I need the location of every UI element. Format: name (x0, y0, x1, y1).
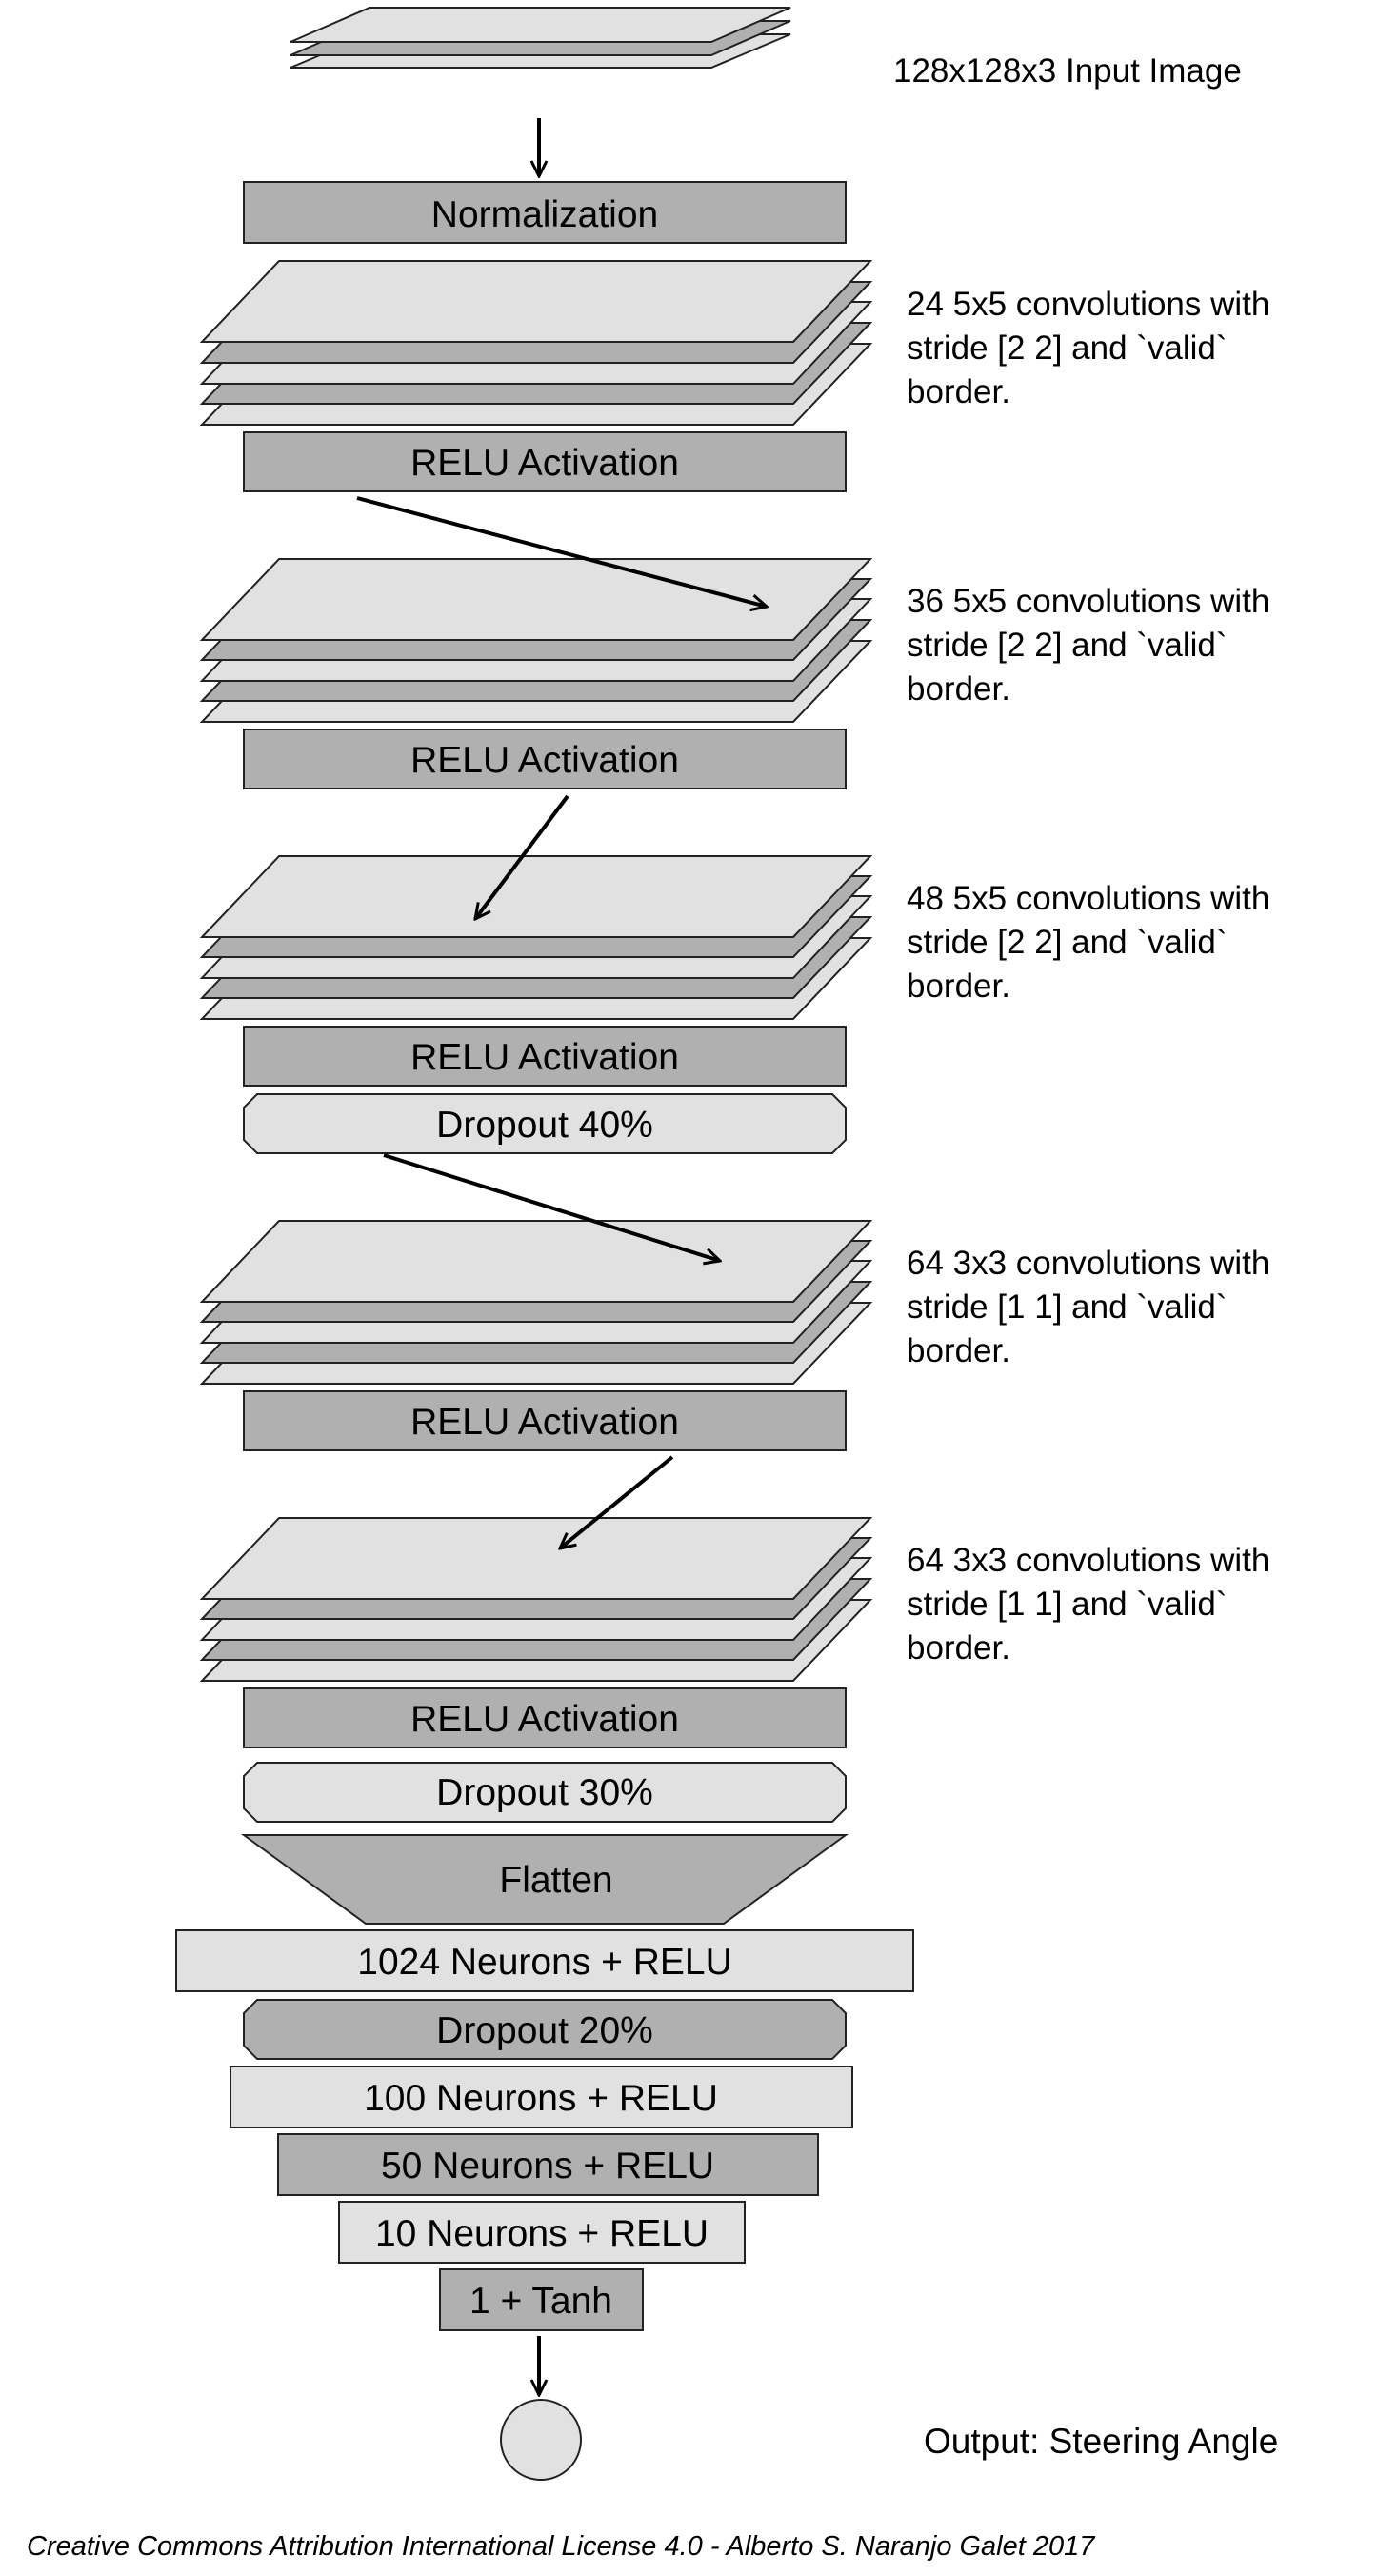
conv4-stack (199, 1220, 873, 1385)
arrow-conv1-to-conv2 (356, 496, 767, 607)
arrow-conv2-to-conv3 (475, 794, 569, 919)
dropout-30-label: Dropout 30% (436, 1772, 653, 1813)
conv1-stack (199, 260, 873, 426)
dense-100-box (230, 2066, 853, 2128)
dense-10-label: 10 Neurons + RELU (375, 2213, 709, 2254)
dropout-40-label: Dropout 40% (436, 1105, 653, 1146)
conv2-desc-line2: stride [2 2] and `valid` (907, 627, 1228, 664)
normalization-label: Normalization (431, 194, 658, 235)
input-label: 128x128x3 Input Image (893, 52, 1242, 90)
dense-50-box (277, 2133, 819, 2196)
conv3-relu-box (243, 1026, 847, 1087)
conv1-relu-box (243, 431, 847, 492)
dropout-20-label: Dropout 20% (436, 2010, 653, 2051)
dropout-30-box (243, 1762, 847, 1823)
conv2-stack (199, 558, 873, 723)
conv1-desc-line3: border. (907, 373, 1010, 410)
flatten-box (240, 1834, 849, 1925)
conv5-desc-line1: 64 3x3 convolutions with (907, 1542, 1269, 1579)
conv2-relu-box (243, 729, 847, 789)
conv1-desc-line1: 24 5x5 convolutions with (907, 286, 1269, 323)
conv5-relu-box (243, 1687, 847, 1748)
conv5-description: 64 3x3 convolutions with stride [1 1] an… (907, 1542, 1269, 1667)
conv3-description: 48 5x5 convolutions with stride [2 2] an… (907, 880, 1269, 1005)
dropout-40-box (243, 1093, 847, 1154)
conv2-desc-line1: 36 5x5 convolutions with (907, 583, 1269, 620)
conv5-desc-line3: border. (907, 1629, 1010, 1667)
conv3-desc-line2: stride [2 2] and `valid` (907, 924, 1228, 961)
arrow-conv4-to-conv5 (560, 1455, 674, 1548)
conv2-description: 36 5x5 convolutions with stride [2 2] an… (907, 583, 1269, 708)
conv4-desc-line1: 64 3x3 convolutions with (907, 1245, 1269, 1282)
arrow-dropout40-to-conv4 (383, 1153, 720, 1261)
conv4-desc-line3: border. (907, 1332, 1010, 1369)
dense-100-label: 100 Neurons + RELU (364, 2078, 718, 2119)
output-node (500, 2399, 582, 2481)
input-image-stack (290, 7, 791, 69)
conv5-relu-label: RELU Activation (410, 1699, 679, 1740)
dense-50-label: 50 Neurons + RELU (381, 2146, 714, 2187)
license-text: Creative Commons Attribution Internation… (27, 2531, 1096, 2562)
conv4-desc-line2: stride [1 1] and `valid` (907, 1288, 1228, 1326)
flatten-label: Flatten (499, 1860, 612, 1901)
conv3-desc-line1: 48 5x5 convolutions with (907, 880, 1269, 917)
conv2-relu-label: RELU Activation (410, 740, 679, 781)
dense-1024-label: 1024 Neurons + RELU (357, 1942, 732, 1983)
dense-1024-box (175, 1929, 914, 1992)
dense-1-tanh-box (439, 2268, 644, 2331)
conv2-desc-line3: border. (907, 670, 1010, 708)
conv1-description: 24 5x5 convolutions with stride [2 2] an… (907, 286, 1269, 410)
dense-1-tanh-label: 1 + Tanh (469, 2281, 612, 2322)
conv3-desc-line3: border. (907, 968, 1010, 1005)
conv5-stack (199, 1517, 873, 1682)
conv1-desc-line2: stride [2 2] and `valid` (907, 329, 1228, 367)
conv4-relu-label: RELU Activation (410, 1402, 679, 1443)
dropout-20-box (243, 1999, 847, 2060)
dense-10-box (338, 2201, 746, 2264)
conv4-description: 64 3x3 convolutions with stride [1 1] an… (907, 1245, 1269, 1369)
conv3-stack (199, 855, 873, 1020)
output-label: Output: Steering Angle (924, 2422, 1278, 2461)
conv1-relu-label: RELU Activation (410, 443, 679, 484)
normalization-box (243, 181, 847, 244)
conv4-relu-box (243, 1390, 847, 1451)
conv3-relu-label: RELU Activation (410, 1037, 679, 1078)
conv5-desc-line2: stride [1 1] and `valid` (907, 1586, 1228, 1623)
